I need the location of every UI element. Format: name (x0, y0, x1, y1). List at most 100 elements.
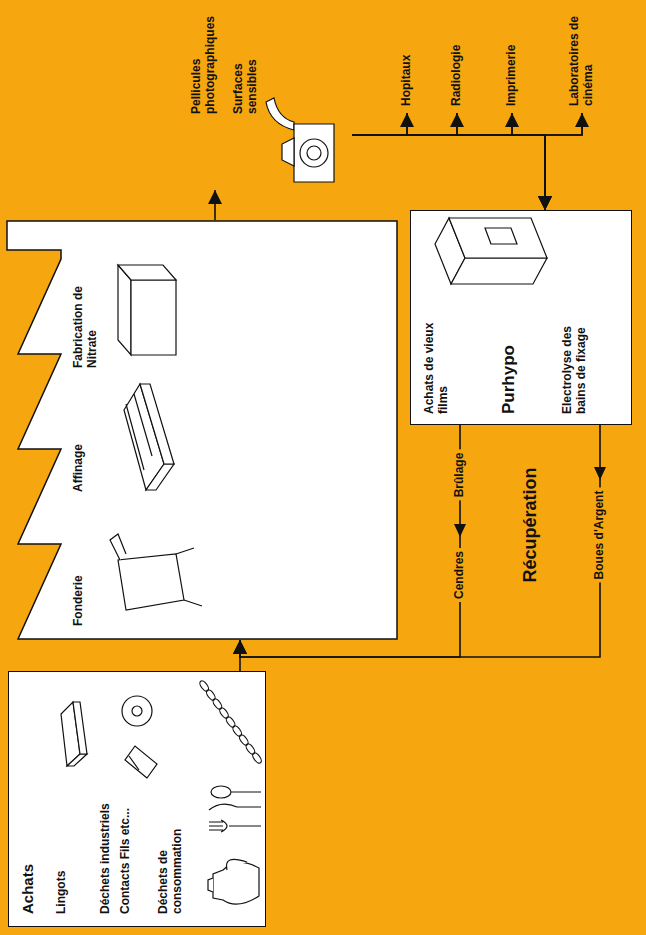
chain-link (238, 733, 250, 746)
text-holder: Pellicules photographiques (190, 6, 218, 114)
node-art (9, 672, 265, 926)
edge-label: Boues d'Argent (593, 488, 607, 583)
purhypo-box: Achats de vieux films Purhypo Electrolyse … (410, 210, 632, 425)
film-node: Pellicules photographiques Surfaces sensi… (186, 4, 352, 190)
node-text: Pellicules photographiques (190, 6, 218, 114)
icon-stroke (140, 384, 174, 464)
text-holder: Lingots (55, 784, 69, 914)
flow-arrow (454, 524, 466, 537)
node-text: Contacts Fils etc... (119, 780, 133, 914)
node-text: Surfaces sensibles (232, 6, 260, 114)
icon-stroke (211, 786, 261, 798)
process-label: Brûlage (453, 450, 467, 501)
section-title: Récupération (520, 464, 541, 585)
edge-label-holder: Cendres (453, 548, 467, 602)
user-label: Laboratoires de cinéma (566, 5, 598, 113)
icon-stroke (146, 464, 174, 490)
chain-link (244, 742, 256, 755)
icon-stroke (300, 139, 328, 167)
text-holder: Déchets industriels (99, 774, 113, 914)
icon-stroke (294, 124, 334, 182)
icon-stroke (213, 862, 259, 904)
edge-label: Cendres (453, 548, 467, 602)
text-holder: Fabrication de Nitrate (72, 258, 100, 368)
edge-label-holder: Boues d'Argent (593, 488, 607, 583)
node-text: Achats (19, 764, 36, 914)
chain-link (251, 751, 263, 764)
icon-stroke (208, 878, 213, 892)
chain-link (211, 697, 223, 710)
icon-stroke (118, 265, 176, 280)
text-holder: Hopitaux (398, 5, 416, 113)
icon-stroke (129, 756, 139, 770)
icon-stroke (485, 228, 517, 244)
purchase-box: Achats Lingots Déchets industriels Contacts… (8, 671, 266, 927)
node-text: Déchets de consommation (157, 802, 185, 914)
icon-stroke (67, 754, 87, 766)
icon-stroke (110, 534, 126, 560)
node-text: Purhypo (499, 296, 519, 414)
node-text: Déchets industriels (99, 774, 113, 914)
node-text: Laboratoires de cinéma (566, 5, 598, 113)
flow-connector (352, 113, 582, 135)
flow-connector (512, 113, 545, 210)
icon-stroke (282, 138, 294, 166)
chain-link (205, 688, 217, 701)
text-holder: Surfaces sensibles (232, 6, 260, 114)
node-text: Fabrication de Nitrate (72, 258, 100, 368)
flow-connector (352, 113, 407, 135)
flow-connector (214, 190, 216, 220)
icon-stroke (132, 706, 142, 716)
text-holder: Fonderie (72, 516, 86, 626)
factory-outline (7, 221, 397, 639)
text-holder: Achats (19, 764, 36, 914)
text-holder: Affinage (72, 382, 86, 492)
node-text: Electrolyse des bains de fixage (561, 296, 589, 414)
text-holder: Radiologie (448, 5, 466, 113)
user-label: Radiologie (448, 5, 466, 113)
icon-stroke (307, 146, 321, 160)
label-holder: Brûlage (453, 450, 467, 501)
text-holder: Achats de vieux films (423, 296, 451, 414)
flow-connector (545, 113, 582, 210)
text-holder: Imprimerie (503, 5, 521, 113)
icon-stroke (125, 746, 157, 778)
icon-stroke (126, 394, 152, 470)
node-art (6, 220, 398, 640)
flow-connector (352, 113, 512, 135)
icon-stroke (118, 554, 184, 610)
chain-link (225, 715, 237, 728)
node-text: Affinage (72, 382, 86, 492)
icon-stroke (73, 702, 87, 754)
node-text: Fonderie (72, 516, 86, 626)
flow-connector (457, 113, 545, 210)
node-text: Hopitaux (398, 5, 416, 113)
flow-connector (407, 113, 545, 210)
node-text: Lingots (55, 784, 69, 914)
chain-link (218, 706, 230, 719)
icon-stroke (209, 804, 261, 810)
user-label: Imprimerie (503, 5, 521, 113)
node-text: Achats de vieux films (423, 296, 451, 414)
icon-stroke (226, 859, 247, 870)
icon-stroke (266, 98, 294, 130)
text-holder: Contacts Fils etc... (119, 780, 133, 914)
text-holder: Laboratoires de cinéma (566, 5, 598, 113)
icon-stroke (176, 548, 202, 606)
chain-link (198, 679, 210, 692)
text-holder: Purhypo (499, 296, 519, 414)
user-label: Hopitaux (398, 5, 416, 113)
icon-stroke (449, 218, 547, 258)
label-holder: Récupération (520, 464, 541, 585)
factory-building: Fonderie Affinage Fabrication de Nitrate (6, 220, 398, 640)
text-holder: Electrolyse des bains de fixage (561, 296, 589, 414)
chain-link (231, 724, 243, 737)
icon-stroke (131, 280, 176, 355)
text-holder: Déchets de consommation (157, 802, 185, 914)
icon-stroke (122, 696, 152, 726)
flow-arrow (594, 467, 606, 480)
flow-connector (352, 113, 457, 135)
icon-stroke (451, 258, 547, 284)
node-text: Imprimerie (503, 5, 521, 113)
